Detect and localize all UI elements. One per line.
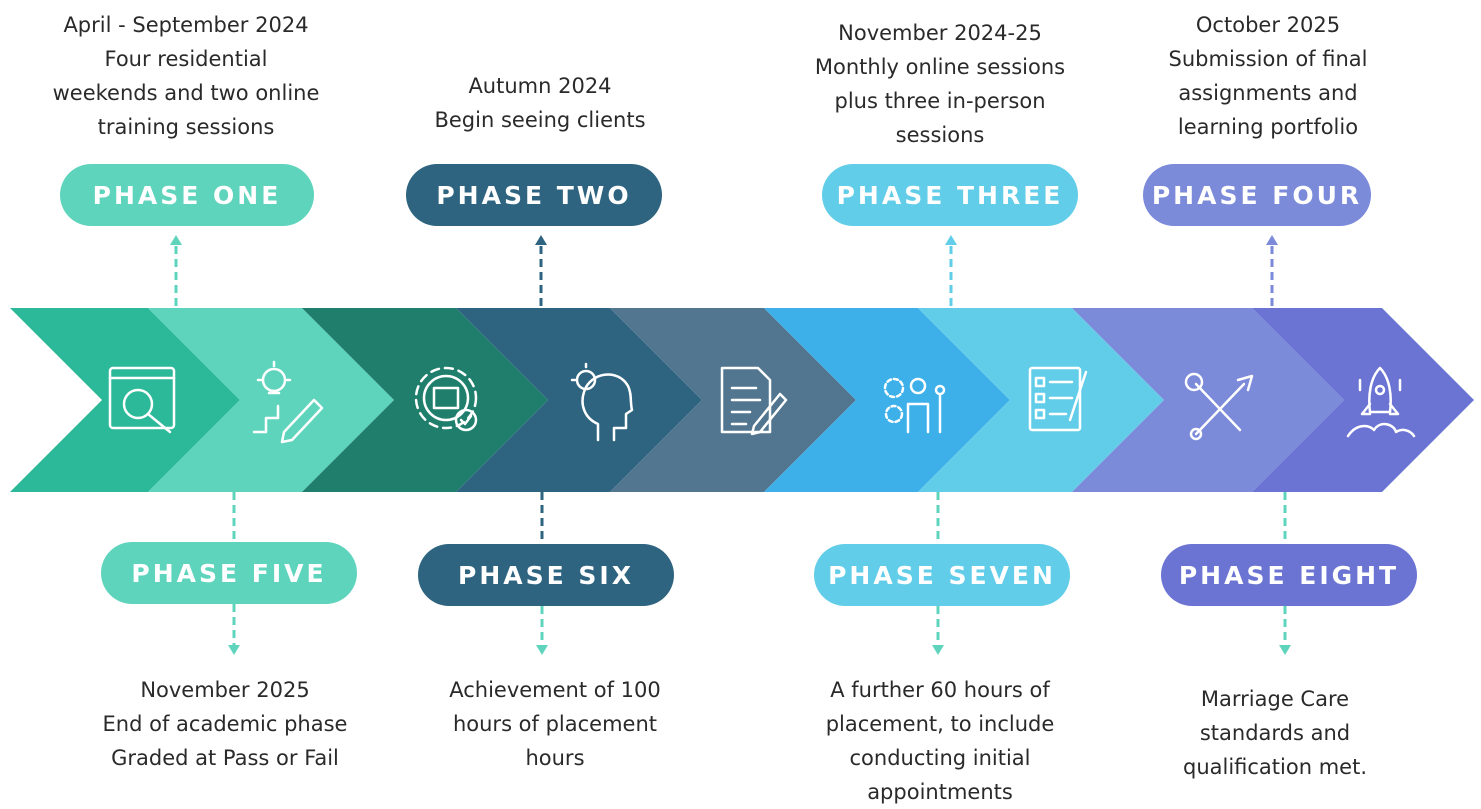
phase-three-line-1: November 2024-25 bbox=[838, 21, 1042, 45]
phase-four-description: October 2025 Submission of final assignm… bbox=[1128, 8, 1408, 144]
phase-one-line-1: April - September 2024 bbox=[63, 13, 309, 37]
phase-seven-line-4: appointments bbox=[867, 780, 1013, 804]
phase-six-title: PHASE SIX bbox=[458, 560, 634, 590]
gears-people-icon bbox=[883, 377, 946, 434]
phase-two-pill: PHASE TWO bbox=[406, 164, 662, 226]
chevron-7 bbox=[918, 308, 1164, 492]
phase-two-title: PHASE TWO bbox=[436, 180, 632, 210]
lightbulb-pencil-icon bbox=[252, 360, 324, 444]
phase-two-line-2: Begin seeing clients bbox=[434, 108, 646, 132]
phase-four-pill: PHASE FOUR bbox=[1143, 164, 1371, 226]
phase-six-line-3: hours bbox=[525, 746, 585, 770]
phase-three-line-2: Monthly online sessions bbox=[814, 55, 1066, 79]
phase-four-line-4: learning portfolio bbox=[1177, 115, 1359, 139]
phase-eight-pill: PHASE EIGHT bbox=[1161, 544, 1417, 606]
phase-seven-line-3: conducting initial bbox=[849, 746, 1031, 770]
phase-one-pill: PHASE ONE bbox=[60, 164, 314, 226]
connector-phase-seven bbox=[932, 492, 944, 655]
phase-eight-description: Marriage Care standards and qualificatio… bbox=[1140, 682, 1410, 784]
phase-five-line-2: End of academic phase bbox=[102, 712, 348, 736]
phase-six-line-2: hours of placement bbox=[452, 712, 658, 736]
chevron-6 bbox=[764, 308, 1010, 492]
chevron-9 bbox=[1252, 308, 1474, 492]
phase-six-description: Achievement of 100 hours of placement ho… bbox=[410, 673, 700, 775]
phase-seven-description: A further 60 hours of placement, to incl… bbox=[790, 673, 1090, 809]
phase-seven-line-2: placement, to include bbox=[825, 712, 1055, 736]
phase-three-line-4: sessions bbox=[895, 123, 985, 147]
phase-seven-line-1: A further 60 hours of bbox=[830, 678, 1050, 702]
connector-phase-six bbox=[536, 492, 548, 655]
connector-phase-two bbox=[535, 235, 547, 306]
phase-six-line-1: Achievement of 100 bbox=[449, 678, 661, 702]
phase-eight-title: PHASE EIGHT bbox=[1178, 560, 1400, 590]
gear-shield-icon bbox=[414, 366, 478, 432]
phase-five-line-1: November 2025 bbox=[140, 678, 310, 702]
document-pen-icon bbox=[720, 366, 788, 436]
phase-five-description: November 2025 End of academic phase Grad… bbox=[80, 673, 370, 775]
phase-one-line-3: weekends and two online bbox=[52, 81, 320, 105]
phase-eight-line-2: standards and bbox=[1199, 721, 1351, 745]
phase-eight-line-3: qualification met. bbox=[1182, 755, 1367, 779]
rocket-icon bbox=[1346, 366, 1416, 438]
phase-one-title: PHASE ONE bbox=[92, 180, 282, 210]
phase-three-description: November 2024-25 Monthly online sessions… bbox=[790, 16, 1090, 152]
connector-phase-one bbox=[170, 235, 182, 306]
phase-seven-pill: PHASE SEVEN bbox=[814, 544, 1070, 606]
phase-three-title: PHASE THREE bbox=[836, 180, 1064, 210]
connector-phase-eight bbox=[1279, 492, 1291, 655]
phase-one-description: April - September 2024 Four residential … bbox=[36, 8, 336, 144]
wrench-screwdriver-icon bbox=[1184, 372, 1254, 441]
chevron-8 bbox=[1072, 308, 1344, 492]
phase-four-title: PHASE FOUR bbox=[1151, 180, 1363, 210]
checklist-icon bbox=[1028, 366, 1088, 432]
phase-four-line-1: October 2025 bbox=[1195, 13, 1341, 37]
phase-five-line-3: Graded at Pass or Fail bbox=[111, 746, 339, 770]
magnifier-window-icon bbox=[108, 366, 176, 434]
head-lightbulb-icon bbox=[570, 362, 634, 442]
connector-phase-five bbox=[228, 492, 240, 655]
phase-five-pill: PHASE FIVE bbox=[101, 542, 357, 604]
phase-one-line-2: Four residential bbox=[104, 47, 268, 71]
phase-five-title: PHASE FIVE bbox=[131, 558, 327, 588]
chevron-2 bbox=[148, 308, 394, 492]
phase-four-line-2: Submission of final bbox=[1168, 47, 1368, 71]
connector-phase-four bbox=[1266, 235, 1278, 306]
phase-one-line-4: training sessions bbox=[97, 115, 275, 139]
phase-eight-line-1: Marriage Care bbox=[1200, 687, 1350, 711]
phase-two-description: Autumn 2024 Begin seeing clients bbox=[395, 69, 685, 137]
phase-two-line-1: Autumn 2024 bbox=[468, 74, 612, 98]
connector-phase-three bbox=[945, 235, 957, 306]
phase-six-pill: PHASE SIX bbox=[418, 544, 674, 606]
phase-four-line-3: assignments and bbox=[1178, 81, 1358, 105]
phase-three-pill: PHASE THREE bbox=[822, 164, 1078, 226]
phase-three-line-3: plus three in-person bbox=[834, 89, 1046, 113]
phase-seven-title: PHASE SEVEN bbox=[828, 560, 1056, 590]
chevron-4 bbox=[456, 308, 702, 492]
